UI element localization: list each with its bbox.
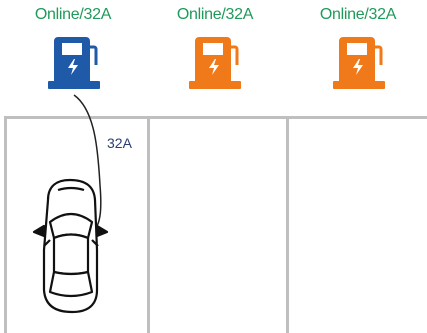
car-icon bbox=[34, 180, 107, 312]
cable-current-label: 32A bbox=[107, 135, 132, 151]
